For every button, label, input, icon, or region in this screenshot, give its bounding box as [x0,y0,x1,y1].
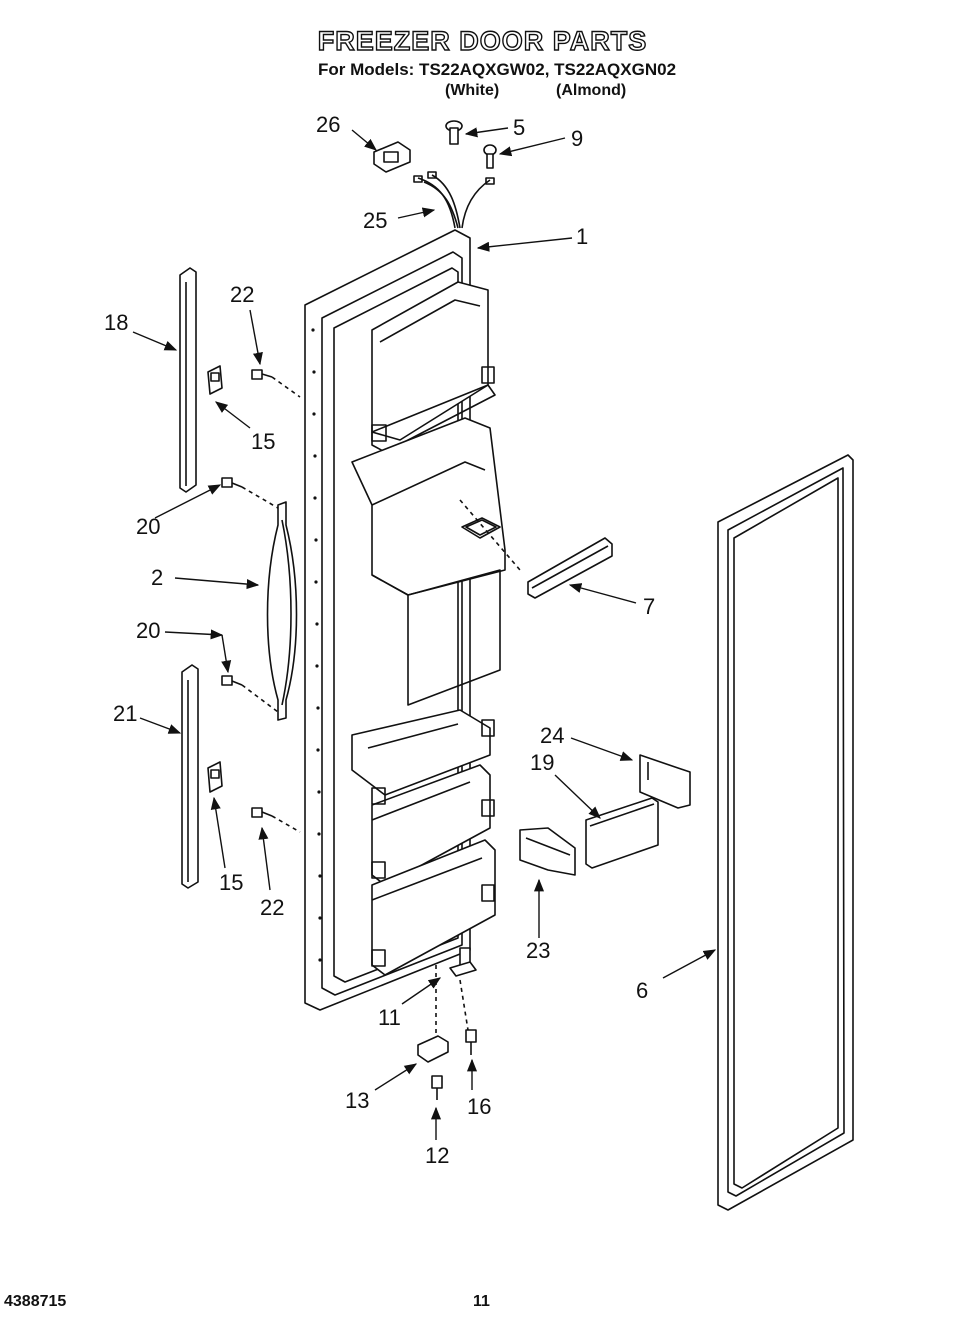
screw-9 [483,144,497,169]
callout-13: 13 [345,1088,369,1113]
callout-20-upper: 20 [136,514,160,539]
callout-22-lower: 22 [260,895,284,920]
page-title: FREEZER DOOR PARTS [317,25,648,56]
screw-20-lower [221,675,243,686]
callout-18: 18 [104,310,128,335]
wire-harness-25 [413,171,495,229]
door-gasket-6 [717,454,854,1211]
callout-19: 19 [530,750,554,775]
callout-15-lower: 15 [219,870,243,895]
document-number: 4388715 [4,1293,67,1310]
callout-16: 16 [467,1094,491,1119]
freezer-door-part [304,229,506,1011]
callout-26: 26 [316,112,340,137]
screw-22-lower [251,807,273,818]
callout-15-upper: 15 [251,429,275,454]
hinge-pin-11 [449,947,477,977]
screw-16 [465,1029,477,1055]
callout-20-lower: 20 [136,618,160,643]
callout-5: 5 [513,115,525,140]
clip-15-lower [207,761,223,793]
screw-20-upper [221,477,243,488]
color-white-label: (White) [445,82,500,99]
trim-strip-18 [179,267,197,493]
callout-9: 9 [571,126,583,151]
models-line: For Models: TS22AQXGW02, TS22AQXGN02 [318,60,677,79]
callout-2: 2 [151,565,163,590]
cap-26 [373,141,411,173]
callout-21: 21 [113,701,137,726]
callout-6: 6 [636,978,648,1003]
screw-22-upper [251,369,273,380]
callout-23: 23 [526,938,550,963]
callout-7: 7 [643,594,655,619]
callout-1: 1 [576,224,588,249]
page-number: 11 [473,1293,490,1310]
color-almond-label: (Almond) [556,82,627,99]
dispenser-trim-7 [527,537,613,599]
screw-12 [431,1075,443,1100]
callout-24: 24 [540,723,564,748]
cover-19 [585,797,659,869]
bracket-23 [519,827,576,876]
callout-11: 11 [378,1005,401,1030]
callout-12: 12 [425,1143,449,1168]
plug-5 [445,120,463,145]
callout-22-upper: 22 [230,282,254,307]
trim-strip-21 [181,664,199,889]
clip-15-upper [207,365,223,395]
hinge-bracket-13 [417,1035,449,1063]
bracket-24 [639,754,691,809]
callout-25: 25 [363,208,387,233]
door-handle-2 [266,501,298,721]
